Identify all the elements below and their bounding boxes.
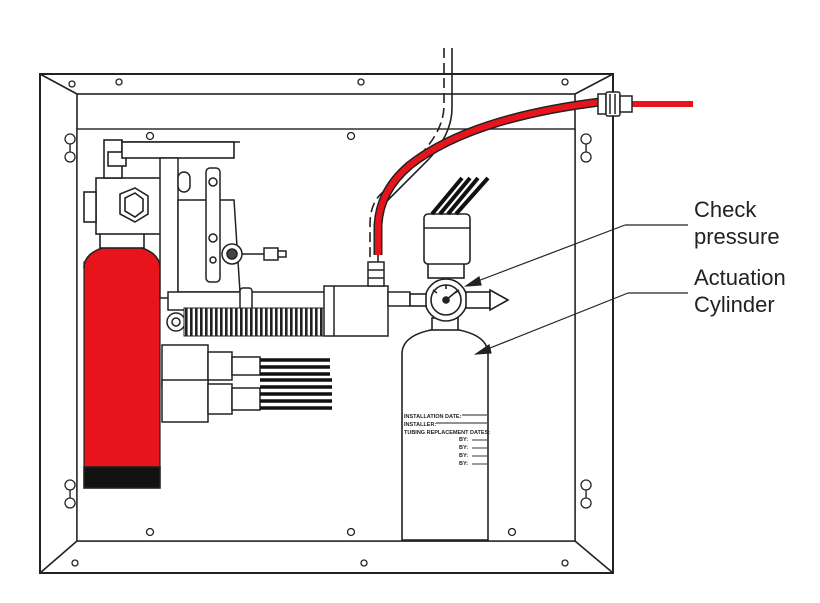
agent-cylinder-base — [83, 466, 161, 489]
spring-coils — [184, 308, 324, 336]
cylinder-valve-body — [95, 177, 163, 235]
actuation-cylinder-line1: Actuation — [694, 265, 786, 290]
agent-cylinder-body — [83, 261, 161, 468]
tag-by-2: BY: — [459, 445, 468, 451]
bulkhead-fitting — [597, 91, 633, 117]
cap-wire-bundle — [430, 176, 490, 216]
frame-screws — [64, 78, 592, 567]
actuator-block — [323, 261, 411, 337]
tag-by-3: BY: — [459, 453, 468, 459]
tag-by-1: BY: — [459, 437, 468, 443]
tag-by-4: BY: — [459, 461, 468, 467]
microswitches — [161, 344, 332, 423]
actuation-cylinder — [401, 176, 510, 541]
tag-installer: INSTALLER: — [404, 422, 436, 428]
cylinder-service-tag: INSTALLATION DATE: INSTALLER: TUBING REP… — [404, 414, 490, 467]
tag-tubing-dates: TUBING REPLACEMENT DATES: — [404, 430, 490, 436]
actuator-cap — [423, 213, 471, 265]
actuation-cylinder-line2: Cylinder — [694, 292, 775, 317]
tag-installation-date: INSTALLATION DATE: — [404, 414, 462, 420]
agent-cylinder — [83, 139, 240, 489]
leader-lines — [463, 224, 688, 355]
check-pressure-line2: pressure — [694, 224, 780, 249]
pressure-gauge-icon — [424, 278, 468, 322]
tension-spring — [166, 307, 344, 337]
check-pressure-line1: Check — [694, 197, 757, 222]
release-mechanism — [159, 157, 329, 313]
